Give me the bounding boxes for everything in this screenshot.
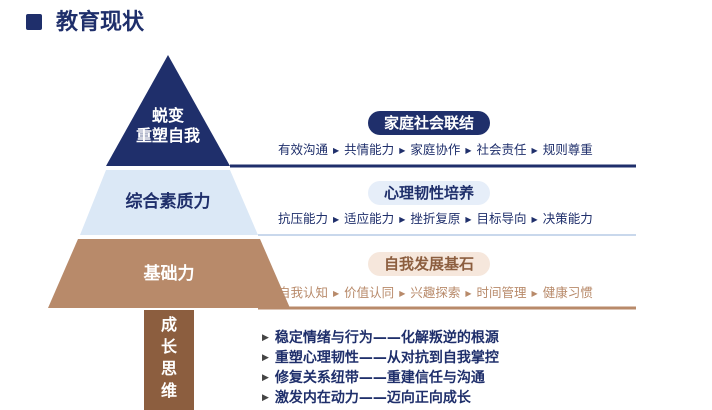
triangle-bullet-icon: ▶ bbox=[262, 393, 269, 403]
bullet-item: ▶ 激发内在动力——迈向正向成长 bbox=[262, 388, 499, 408]
trunk-char: 维 bbox=[160, 381, 177, 400]
bullet-item: ▶ 修复关系纽带——重建信任与沟通 bbox=[262, 368, 499, 388]
triangle-bullet-icon: ▶ bbox=[262, 373, 269, 383]
level3-label: 基础力 bbox=[119, 264, 219, 285]
trunk-char: 成 bbox=[160, 315, 177, 334]
level1-label-line: 重塑自我 bbox=[135, 126, 200, 145]
bullet-item: ▶ 重塑心理韧性——从对抗到自我掌控 bbox=[262, 348, 499, 368]
page-title: 教育现状 bbox=[56, 10, 145, 35]
level1-pill: 家庭社会联结 bbox=[368, 111, 490, 135]
triangle-bullet-icon: ▶ bbox=[531, 289, 538, 298]
level1-label-line: 蜕变 bbox=[151, 106, 184, 125]
triangle-bullet-icon: ▶ bbox=[465, 215, 472, 224]
growth-bullets: ▶ 稳定情绪与行为——化解叛逆的根源 ▶ 重塑心理韧性——从对抗到自我掌控 ▶ 修复关… bbox=[262, 328, 499, 408]
triangle-bullet-icon: ▶ bbox=[399, 289, 406, 298]
bullet-text: 修复关系纽带——重建信任与沟通 bbox=[274, 370, 485, 386]
pyramid-trunk bbox=[144, 310, 194, 410]
pyramid-top bbox=[106, 55, 230, 166]
bullet-text: 重塑心理韧性——从对抗到自我掌控 bbox=[274, 350, 499, 366]
bullet-text: 激发内在动力——迈向正向成长 bbox=[274, 390, 471, 406]
triangle-bullet-icon: ▶ bbox=[262, 353, 269, 363]
triangle-bullet-icon: ▶ bbox=[465, 289, 472, 298]
level2-pill: 心理韧性培养 bbox=[368, 181, 490, 205]
triangle-bullet-icon: ▶ bbox=[399, 146, 406, 155]
bullet-text: 稳定情绪与行为——化解叛逆的根源 bbox=[274, 330, 499, 346]
triangle-bullet-icon: ▶ bbox=[531, 215, 538, 224]
level2-item: 目标导向 bbox=[476, 211, 527, 226]
triangle-bullet-icon: ▶ bbox=[262, 333, 269, 343]
triangle-bullet-icon: ▶ bbox=[399, 215, 406, 224]
level2-label: 综合素质力 bbox=[108, 192, 228, 213]
level3-item: 自我认知 bbox=[278, 285, 329, 300]
level1-item: 规则尊重 bbox=[542, 142, 593, 157]
triangle-bullet-icon: ▶ bbox=[465, 146, 472, 155]
level1-item: 共情能力 bbox=[344, 142, 395, 157]
level3-item: 时间管理 bbox=[476, 285, 527, 300]
level2-item: 挫折复原 bbox=[410, 211, 461, 226]
pyramid-middle bbox=[80, 170, 258, 235]
level3-pill: 自我发展基石 bbox=[368, 252, 490, 276]
triangle-bullet-icon: ▶ bbox=[333, 146, 340, 155]
triangle-bullet-icon: ▶ bbox=[333, 289, 340, 298]
level2-item: 抗压能力 bbox=[278, 211, 329, 226]
level2-item: 适应能力 bbox=[344, 211, 395, 226]
level3-item: 健康习惯 bbox=[542, 285, 593, 300]
triangle-bullet-icon: ▶ bbox=[531, 146, 538, 155]
trunk-label: 成 长 思 维 bbox=[149, 314, 189, 402]
trunk-char: 长 bbox=[160, 337, 177, 356]
level2-items: 抗压能力 ▶ 适应能力 ▶ 挫折复原 ▶ 目标导向 ▶ 决策能力 bbox=[278, 210, 593, 230]
level1-item: 社会责任 bbox=[476, 142, 527, 157]
level3-item: 价值认同 bbox=[344, 285, 395, 300]
trunk-char: 思 bbox=[160, 359, 177, 378]
level1-label: 蜕变 重塑自我 bbox=[118, 106, 218, 146]
level2-label-line: 综合素质力 bbox=[125, 192, 211, 212]
level1-item: 有效沟通 bbox=[278, 142, 329, 157]
level3-label-line: 基础力 bbox=[143, 264, 195, 284]
level1-item: 家庭协作 bbox=[410, 142, 461, 157]
bullet-item: ▶ 稳定情绪与行为——化解叛逆的根源 bbox=[262, 328, 499, 348]
level3-items: 自我认知 ▶ 价值认同 ▶ 兴趣探索 ▶ 时间管理 ▶ 健康习惯 bbox=[278, 284, 593, 304]
triangle-bullet-icon: ▶ bbox=[333, 215, 340, 224]
level2-item: 决策能力 bbox=[542, 211, 593, 226]
title-square-icon bbox=[26, 14, 42, 30]
level3-item: 兴趣探索 bbox=[410, 285, 461, 300]
pyramid-base bbox=[48, 239, 290, 308]
level1-items: 有效沟通 ▶ 共情能力 ▶ 家庭协作 ▶ 社会责任 ▶ 规则尊重 bbox=[278, 141, 593, 161]
